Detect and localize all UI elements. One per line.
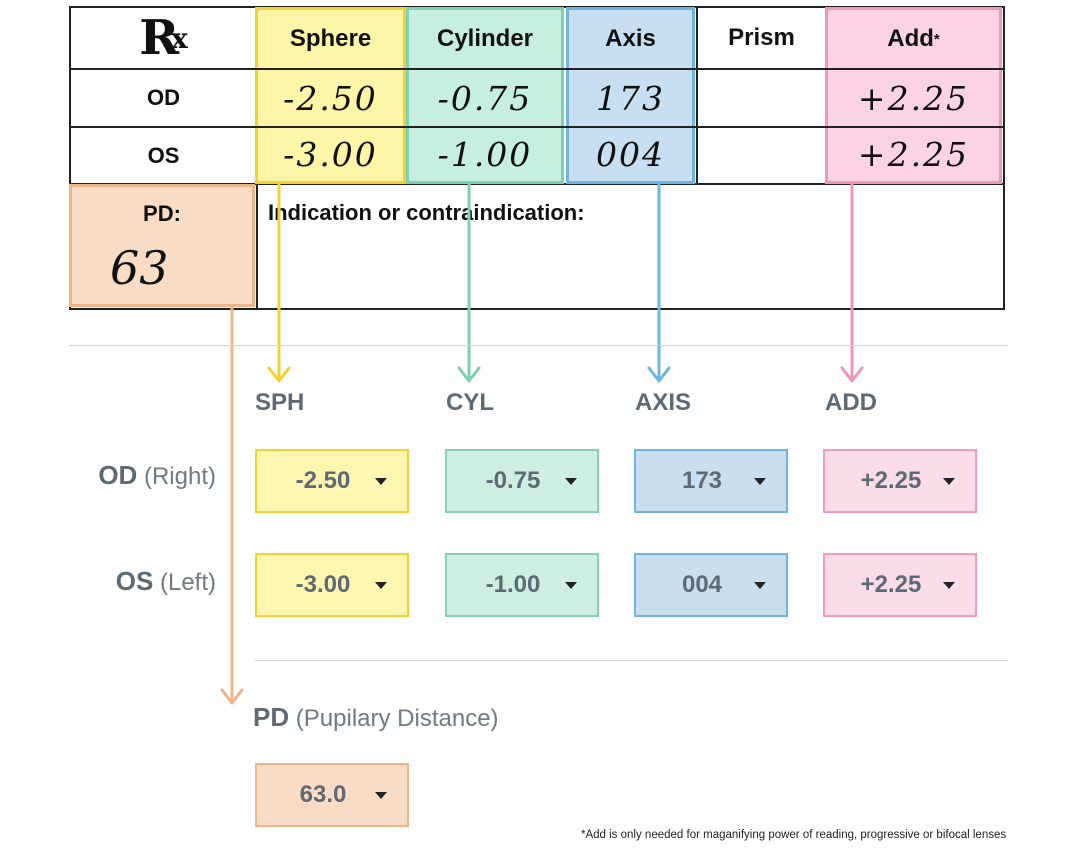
pd-arrow [220, 305, 244, 705]
table-divider [71, 183, 1003, 185]
table-divider [406, 126, 564, 128]
od-axis-select[interactable]: 173 [634, 449, 788, 513]
pd-value: 63.0 [299, 781, 347, 808]
header-cylinder: Cylinder [436, 25, 534, 52]
cylinder-arrow [457, 181, 481, 383]
pd-handwritten: 63 [110, 241, 169, 295]
pd-select[interactable]: 63.0 [255, 763, 409, 827]
chevron-down-icon [943, 581, 955, 589]
footnote: *Add is only needed for maganifying powe… [581, 829, 1007, 841]
cylinder-column: Cylinder -0.75 -1.00 [406, 7, 564, 184]
row-label-os: OS [147, 142, 180, 168]
header-add: Add* [887, 25, 940, 52]
add-arrow [840, 181, 864, 383]
chevron-down-icon [375, 791, 387, 799]
os-cyl-select[interactable]: -1.00 [445, 553, 599, 617]
os-add-value: +2.25 [860, 571, 922, 598]
pd-title: PD (Pupilary Distance) [253, 702, 499, 732]
header-axis: Axis [605, 25, 656, 52]
os-axis-handwritten: 004 [596, 135, 665, 174]
od-add-select[interactable]: +2.25 [823, 449, 977, 513]
os-add-handwritten: +2.25 [857, 135, 970, 174]
column-header-axis: AXIS [635, 389, 692, 416]
os-cylinder-handwritten: -1.00 [437, 135, 533, 174]
table-divider [566, 126, 695, 128]
sphere-column: Sphere -2.50 -3.00 [255, 7, 406, 184]
indication-label: Indication or contraindication: [268, 200, 585, 225]
axis-column: Axis 173 004 [566, 7, 695, 184]
od-add-value: +2.25 [860, 467, 922, 494]
od-cylinder-handwritten: -0.75 [437, 78, 533, 118]
section-divider [255, 660, 1007, 661]
os-sph-value: -3.00 [295, 571, 351, 598]
chevron-down-icon [754, 581, 766, 589]
od-sphere-handwritten: -2.50 [283, 78, 378, 118]
chevron-down-icon [375, 581, 387, 589]
add-column: Add* +2.25 +2.25 [825, 7, 1002, 184]
od-sph-select[interactable]: -2.50 [255, 449, 409, 513]
header-sphere: Sphere [289, 25, 372, 52]
column-header-add: ADD [825, 389, 877, 416]
chevron-down-icon [565, 477, 577, 485]
sphere-arrow [267, 181, 291, 383]
table-divider [406, 68, 564, 70]
od-axis-handwritten: 173 [596, 78, 665, 118]
column-header-cyl: CYL [446, 389, 494, 416]
od-cyl-select[interactable]: -0.75 [445, 449, 599, 513]
pd-cell: PD: 63 [69, 184, 255, 307]
os-cyl-value: -1.00 [485, 571, 541, 598]
chevron-down-icon [565, 581, 577, 589]
table-divider [825, 68, 1002, 70]
table-divider [696, 8, 698, 184]
os-left-label: OS (Left) [115, 566, 216, 596]
od-right-label: OD (Right) [98, 460, 216, 490]
table-divider [255, 68, 406, 70]
os-add-select[interactable]: +2.25 [823, 553, 977, 617]
table-divider [825, 126, 1002, 128]
os-sphere-handwritten: -3.00 [283, 135, 378, 174]
table-divider [255, 126, 406, 128]
chevron-down-icon [375, 477, 387, 485]
chevron-down-icon [754, 477, 766, 485]
os-sph-select[interactable]: -3.00 [255, 553, 409, 617]
os-axis-value: 004 [681, 571, 723, 598]
table-divider [566, 68, 695, 70]
od-add-handwritten: +2.25 [857, 78, 970, 118]
section-divider [69, 345, 1007, 346]
row-label-od: OD [147, 85, 180, 110]
axis-arrow [647, 181, 671, 383]
header-prism: Prism [728, 24, 795, 51]
od-sph-value: -2.50 [295, 467, 351, 494]
os-axis-select[interactable]: 004 [634, 553, 788, 617]
pd-label: PD: [143, 201, 181, 226]
od-cyl-value: -0.75 [485, 467, 541, 494]
chevron-down-icon [943, 477, 955, 485]
column-header-sph: SPH [255, 389, 305, 416]
od-axis-value: 173 [681, 467, 723, 494]
